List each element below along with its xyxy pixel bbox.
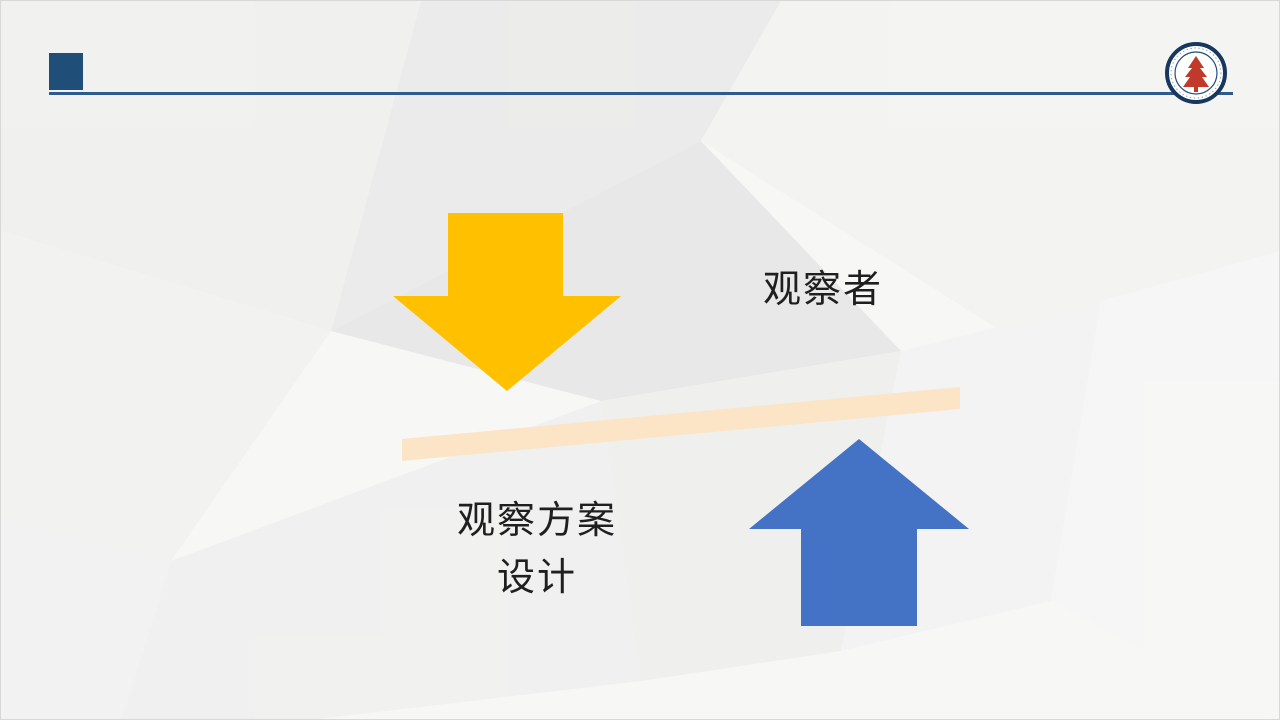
down-arrow-icon (393, 213, 621, 391)
divider-band (402, 387, 960, 461)
up-arrow-icon (749, 439, 969, 626)
observer-label: 观察者 (763, 269, 884, 311)
plan-label: 观察方案 设计 (413, 493, 661, 607)
plan-label-line2: 设计 (496, 557, 577, 599)
logo-tree-emblem (1183, 56, 1209, 92)
university-logo-icon (1165, 42, 1227, 104)
logo-ring-text (1170, 47, 1222, 99)
header-rule (49, 92, 1233, 95)
plan-label-line1: 观察方案 (456, 500, 617, 542)
header-accent-square (49, 53, 83, 90)
